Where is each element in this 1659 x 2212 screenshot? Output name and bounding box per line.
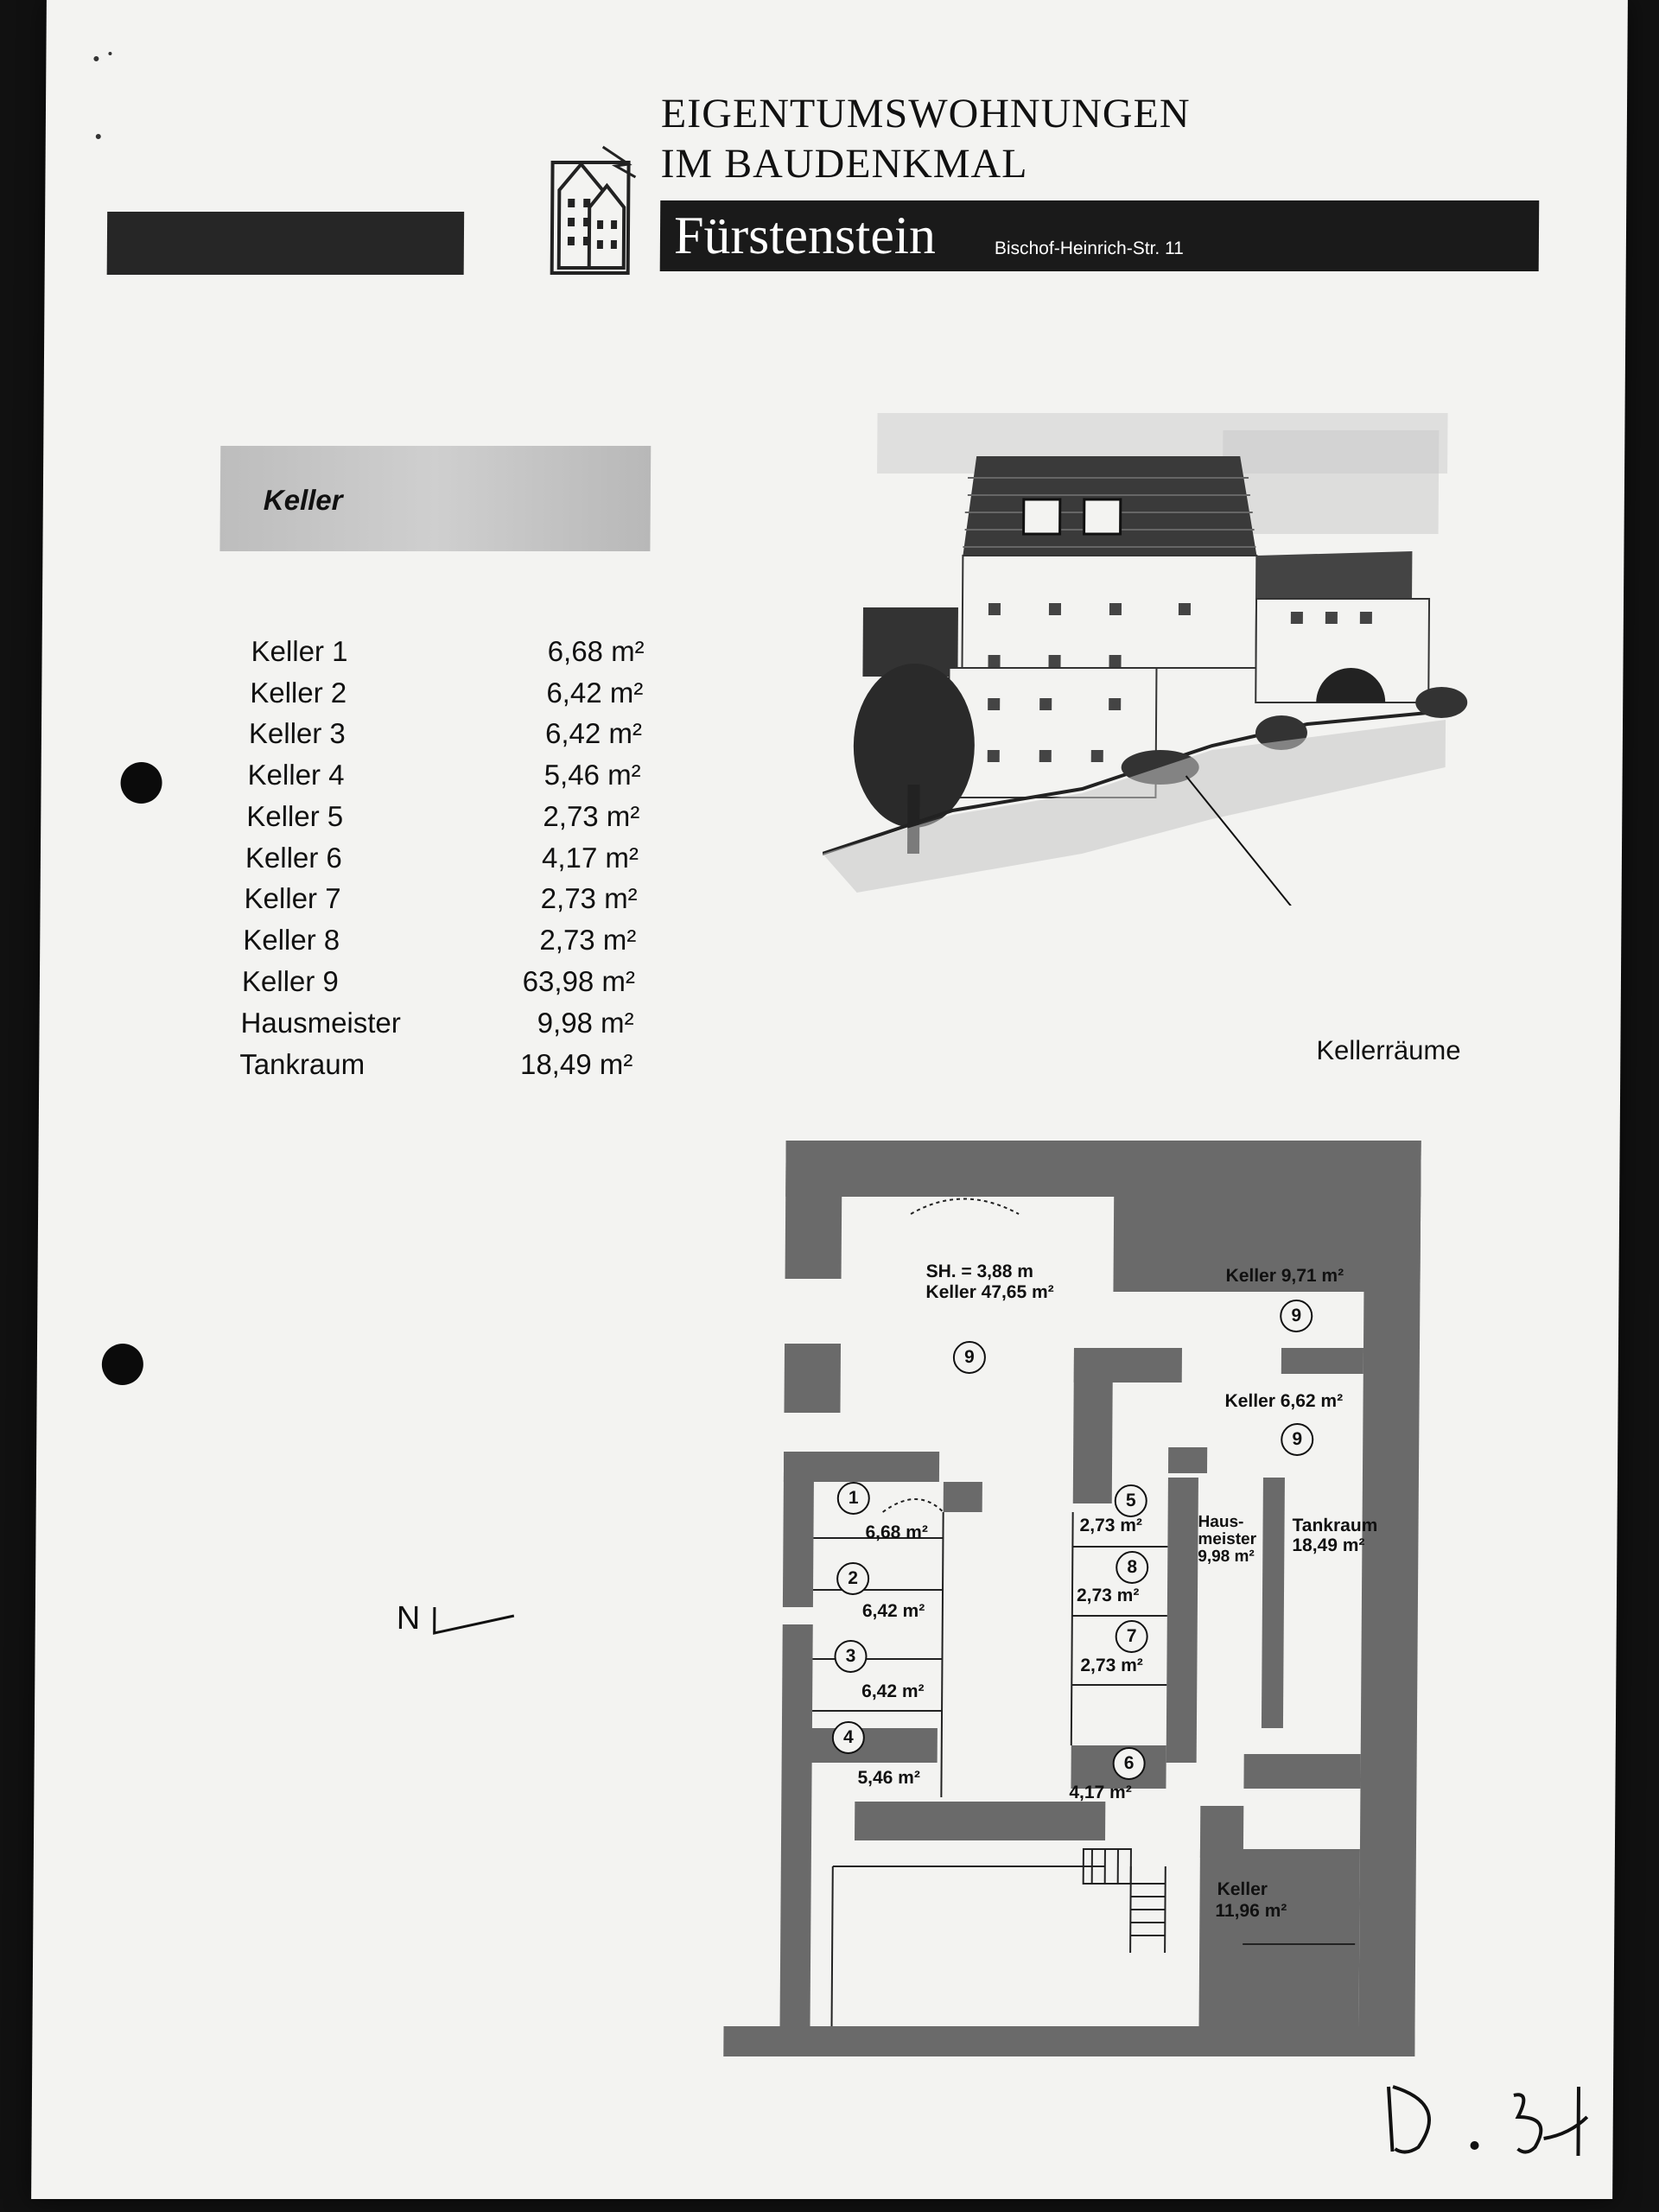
room-name: Keller 2 (250, 677, 347, 709)
header-left-bar (106, 212, 465, 275)
room-4-area: 5,46 m² (857, 1768, 920, 1788)
room-number: 9 (952, 1341, 987, 1374)
room-area: 5,46 m² (543, 759, 641, 791)
room-area: 18,49 m² (519, 1048, 633, 1080)
title-line-1: EIGENTUMSWOHNUNGEN (660, 91, 1191, 137)
room-area: 2,73 m² (543, 800, 640, 832)
logo-building-icon (507, 138, 659, 276)
room-6-area: 4,17 m² (1069, 1783, 1132, 1802)
room-area: 2,73 m² (539, 924, 637, 956)
keller-662-label: Keller 6,62 m² (1224, 1391, 1344, 1411)
room-area: 6,42 m² (544, 717, 643, 749)
room-2-area: 6,42 m² (861, 1601, 925, 1621)
room-number: 9 (1280, 1300, 1313, 1332)
section-label: Keller (263, 484, 343, 516)
room-7-area: 2,73 m² (1080, 1656, 1143, 1675)
punch-hole (101, 1344, 144, 1385)
floorplan: SH. = 3,88 m Keller 47,65 m² 9 Keller 9,… (697, 1141, 1438, 2065)
room-number: 7 (1115, 1620, 1148, 1653)
hausmeister-label-2: meister (1198, 1530, 1257, 1548)
room-number: 1 (836, 1482, 870, 1515)
building-callout: Kellerräume (1316, 1035, 1461, 1065)
title-bar: Fürstenstein Bischof-Heinrich-Str. 11 (659, 200, 1540, 271)
section-label-band: Keller (219, 446, 652, 551)
room-area: 4,17 m² (541, 842, 639, 874)
room-row: Keller 7 2,73 m² (244, 882, 637, 922)
room-name: Keller 4 (247, 759, 345, 791)
main-room-area: Keller 47,65 m² (925, 1282, 1054, 1302)
room-area: 6,42 m² (546, 677, 644, 709)
room-row: Keller 4 5,46 m² (247, 759, 640, 798)
keller-1196-label: Keller (1217, 1879, 1268, 1899)
document-page: EIGENTUMSWOHNUNGEN IM BAUDENKMAL Fürsten… (31, 0, 1628, 2199)
room-row: Hausmeister 9,98 m² (240, 1007, 633, 1046)
hausmeister-area: 9,98 m² (1198, 1548, 1255, 1566)
room-number: 3 (834, 1640, 868, 1673)
room-name: Keller 9 (241, 965, 339, 997)
speckle (95, 134, 101, 139)
title-line-2: IM BAUDENKMAL (660, 141, 1028, 187)
room-row: Keller 3 6,42 m² (249, 717, 642, 757)
room-number: 5 (1114, 1484, 1147, 1517)
room-name: Hausmeister (240, 1007, 401, 1039)
room-name: Tankraum (239, 1048, 365, 1080)
signature (1370, 2069, 1613, 2173)
room-row: Keller 6 4,17 m² (245, 842, 639, 881)
room-row: Keller 9 63,98 m² (242, 965, 635, 1005)
room-1-area: 6,68 m² (865, 1522, 928, 1542)
punch-hole (120, 762, 162, 804)
room-name: Keller 8 (243, 924, 340, 956)
room-area: 2,73 m² (540, 882, 638, 914)
hausmeister-label-1: Haus- (1198, 1513, 1244, 1531)
room-area: 6,68 m² (547, 635, 645, 667)
room-5-area: 2,73 m² (1079, 1516, 1143, 1535)
room-number: 6 (1112, 1747, 1146, 1780)
tankraum-area: 18,49 m² (1292, 1535, 1365, 1555)
room-area: 63,98 m² (522, 965, 636, 997)
room-number: 4 (831, 1721, 865, 1754)
room-row: Keller 1 6,68 m² (251, 635, 644, 675)
main-room-height: SH. = 3,88 m (925, 1262, 1034, 1281)
room-row: Tankraum 18,49 m² (239, 1048, 632, 1088)
north-label: N (396, 1600, 421, 1637)
room-3-area: 6,42 m² (861, 1681, 925, 1701)
room-row: Keller 2 6,42 m² (250, 677, 643, 716)
room-name: Keller 7 (244, 882, 341, 914)
keller-1196-area: 11,96 m² (1215, 1901, 1287, 1921)
room-row: Keller 5 2,73 m² (246, 800, 639, 840)
room-number: 9 (1281, 1423, 1314, 1456)
room-row: Keller 8 2,73 m² (243, 924, 636, 963)
street-address: Bischof-Heinrich-Str. 11 (994, 238, 1184, 258)
room-name: Keller 3 (248, 717, 346, 749)
room-name: Keller 1 (251, 635, 348, 667)
room-number: 2 (836, 1562, 870, 1595)
room-name: Keller 6 (245, 842, 342, 874)
room-name: Keller 5 (246, 800, 344, 832)
keller-971-label: Keller 9,71 m² (1225, 1266, 1344, 1286)
north-arrow-icon (431, 1604, 518, 1643)
speckle (108, 52, 112, 55)
building-illustration (822, 404, 1474, 1032)
room-area: 9,98 m² (537, 1007, 634, 1039)
room-8-area: 2,73 m² (1076, 1586, 1140, 1605)
room-number: 8 (1116, 1551, 1149, 1584)
tankraum-label: Tankraum (1292, 1516, 1378, 1535)
building-name: Fürstenstein (673, 207, 937, 265)
speckle (93, 56, 99, 61)
